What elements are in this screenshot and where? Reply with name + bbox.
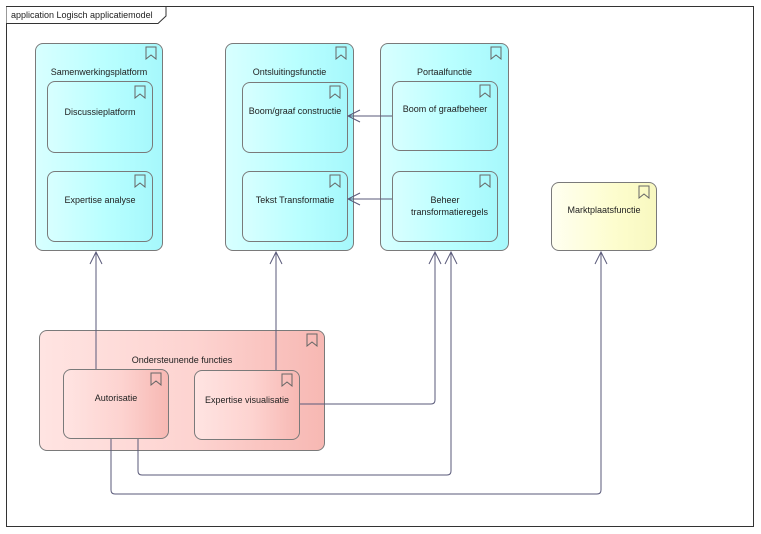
bookmark-icon: [281, 373, 293, 387]
diagram-frame: [6, 6, 754, 527]
bookmark-icon: [306, 333, 318, 347]
expertise-visualisatie-label: Expertise visualisatie: [204, 395, 290, 405]
portaalfunctie-label: Portaalfunctie: [416, 67, 473, 77]
connector-autorisatie-marktplaatsfunctie: [110, 252, 602, 495]
boom-graafbeheer-label: Boom of graafbeheer: [402, 104, 488, 114]
bookmark-icon: [479, 174, 491, 188]
tekst-transformatie-label: Tekst Transformatie: [255, 195, 335, 205]
bookmark-icon: [335, 46, 347, 60]
bookmark-icon: [134, 174, 146, 188]
bookmark-icon: [490, 46, 502, 60]
arrowhead: [89, 250, 103, 265]
arrowhead: [444, 250, 458, 265]
bookmark-icon: [134, 85, 146, 99]
arrowhead: [269, 250, 283, 265]
arrowhead: [346, 192, 361, 206]
bookmark-icon: [329, 174, 341, 188]
beheer-transformatieregels-label: Beheer transformatieregels: [411, 195, 489, 217]
frame-title: application Logisch applicatiemodel: [11, 10, 153, 20]
expertise-analyse-label: Expertise analyse: [64, 195, 136, 205]
bookmark-icon: [638, 185, 650, 199]
arrowhead: [428, 250, 442, 265]
marktplaatsfunctie-element[interactable]: Marktplaatsfunctie: [551, 182, 657, 251]
ondersteunende-functies-label: Ondersteunende functies: [131, 355, 233, 365]
connector-autorisatie-portaalfunctie: [137, 252, 452, 476]
boom-graaf-constructie-label: Boom/graaf constructie: [248, 106, 342, 116]
samenwerkingsplatform-label: Samenwerkingsplatform: [50, 67, 148, 77]
bookmark-icon: [150, 372, 162, 386]
autorisatie-label: Autorisatie: [94, 393, 138, 403]
bookmark-icon: [329, 85, 341, 99]
bookmark-icon: [479, 84, 491, 98]
arrowhead: [346, 109, 361, 123]
connector-visualisatie-portaalfunctie: [300, 252, 436, 405]
ontsluitingsfunctie-label: Ontsluitingsfunctie: [252, 67, 327, 77]
arrowhead: [594, 250, 608, 265]
marktplaatsfunctie-label: Marktplaatsfunctie: [567, 205, 641, 215]
discussieplatform-label: Discussieplatform: [64, 107, 136, 117]
bookmark-icon: [145, 46, 157, 60]
frame-title-tab: [6, 6, 167, 24]
